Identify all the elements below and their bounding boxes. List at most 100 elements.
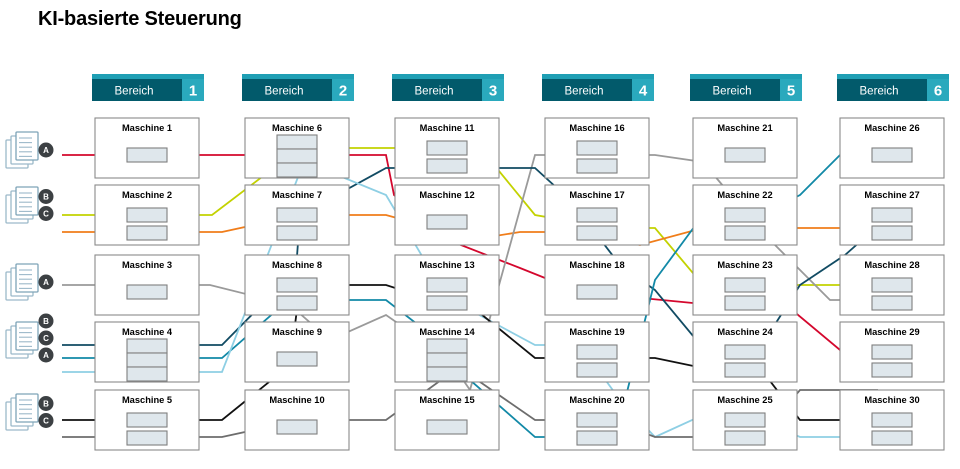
machine-box[interactable]: Maschine 20	[544, 389, 650, 451]
machine-box[interactable]: Maschine 4	[94, 321, 200, 383]
machine-box[interactable]: Maschine 15	[394, 389, 500, 451]
machine-box[interactable]: Maschine 9	[244, 321, 350, 383]
machine-slot[interactable]	[576, 344, 618, 360]
machine-box[interactable]: Maschine 23	[692, 254, 798, 316]
machine-slot[interactable]	[871, 277, 913, 293]
order-group[interactable]: BCA	[5, 313, 54, 363]
machine-slot[interactable]	[871, 344, 913, 360]
machine-slot[interactable]	[426, 140, 468, 156]
machine-slot[interactable]	[426, 366, 468, 382]
machine-slot[interactable]	[276, 148, 318, 164]
machine-box[interactable]: Maschine 21	[692, 117, 798, 179]
machine-box[interactable]: Maschine 11	[394, 117, 500, 179]
machine-box[interactable]: Maschine 8	[244, 254, 350, 316]
machine-slot[interactable]	[724, 295, 766, 311]
machine-box[interactable]: Maschine 1	[94, 117, 200, 179]
machine-slot[interactable]	[276, 419, 318, 435]
machine-slot[interactable]	[724, 362, 766, 378]
machine-slot[interactable]	[871, 225, 913, 241]
machine-box[interactable]: Maschine 7	[244, 184, 350, 246]
machine-slot[interactable]	[871, 362, 913, 378]
machine-slot[interactable]	[724, 147, 766, 163]
machine-slot[interactable]	[576, 158, 618, 174]
machine-box[interactable]: Maschine 18	[544, 254, 650, 316]
machine-slot[interactable]	[871, 147, 913, 163]
machine-slot[interactable]	[871, 430, 913, 446]
machine-slot[interactable]	[276, 162, 318, 178]
machine-slot[interactable]	[426, 419, 468, 435]
order-group[interactable]: BC	[5, 186, 54, 224]
machine-box[interactable]: Maschine 12	[394, 184, 500, 246]
order-group[interactable]: BC	[5, 393, 54, 431]
machine-box[interactable]: Maschine 13	[394, 254, 500, 316]
machine-slot[interactable]	[276, 207, 318, 223]
machine-box[interactable]: Maschine 19	[544, 321, 650, 383]
machine-slot[interactable]	[724, 207, 766, 223]
order-badge-b[interactable]: B	[38, 313, 54, 329]
machine-slot[interactable]	[126, 366, 168, 382]
machine-box[interactable]: Maschine 17	[544, 184, 650, 246]
machine-box[interactable]: Maschine 25	[692, 389, 798, 451]
machine-slot[interactable]	[576, 140, 618, 156]
machine-box[interactable]: Maschine 3	[94, 254, 200, 316]
order-group[interactable]: A	[5, 263, 54, 301]
machine-slot[interactable]	[276, 225, 318, 241]
machine-slot[interactable]	[576, 207, 618, 223]
machine-slot[interactable]	[426, 352, 468, 368]
machine-slot[interactable]	[871, 207, 913, 223]
machine-slot[interactable]	[724, 430, 766, 446]
machine-box[interactable]: Maschine 10	[244, 389, 350, 451]
machine-slot[interactable]	[126, 412, 168, 428]
machine-slot[interactable]	[276, 351, 318, 367]
machine-slot[interactable]	[126, 430, 168, 446]
machine-slot[interactable]	[426, 338, 468, 354]
order-badge-b[interactable]: B	[38, 189, 54, 204]
machine-slot[interactable]	[724, 277, 766, 293]
order-badge-c[interactable]: C	[38, 413, 54, 428]
machine-box[interactable]: Maschine 27	[839, 184, 945, 246]
order-badge-c[interactable]: C	[38, 330, 54, 346]
machine-slot[interactable]	[426, 277, 468, 293]
machine-slot[interactable]	[426, 158, 468, 174]
machine-box[interactable]: Maschine 6	[244, 117, 350, 179]
machine-slot[interactable]	[126, 338, 168, 354]
machine-slot[interactable]	[126, 147, 168, 163]
machine-slot[interactable]	[276, 277, 318, 293]
machine-slot[interactable]	[126, 207, 168, 223]
machine-slot[interactable]	[276, 295, 318, 311]
machine-slot[interactable]	[576, 362, 618, 378]
machine-slot[interactable]	[871, 412, 913, 428]
machine-box[interactable]: Maschine 2	[94, 184, 200, 246]
machine-slot[interactable]	[576, 412, 618, 428]
order-group[interactable]: A	[5, 131, 54, 169]
machine-slot[interactable]	[724, 412, 766, 428]
machine-box[interactable]: Maschine 22	[692, 184, 798, 246]
machine-box[interactable]: Maschine 16	[544, 117, 650, 179]
machine-box[interactable]: Maschine 26	[839, 117, 945, 179]
machine-slot[interactable]	[871, 295, 913, 311]
order-badge-a[interactable]: A	[38, 347, 54, 363]
machine-slot[interactable]	[126, 284, 168, 300]
machine-slot[interactable]	[276, 134, 318, 150]
machine-box[interactable]: Maschine 24	[692, 321, 798, 383]
machine-slot[interactable]	[724, 344, 766, 360]
order-badge-a[interactable]: A	[38, 142, 54, 158]
order-badge-b[interactable]: B	[38, 396, 54, 411]
machine-slot[interactable]	[126, 225, 168, 241]
machine-box[interactable]: Maschine 29	[839, 321, 945, 383]
machine-slot[interactable]	[576, 430, 618, 446]
machine-slot[interactable]	[576, 225, 618, 241]
machine-box[interactable]: Maschine 14	[394, 321, 500, 383]
order-badge-a[interactable]: A	[38, 274, 54, 290]
machine-slot[interactable]	[426, 295, 468, 311]
machine-slot[interactable]	[576, 284, 618, 300]
order-badge-c[interactable]: C	[38, 206, 54, 221]
machine-slot[interactable]	[724, 225, 766, 241]
machine-box[interactable]: Maschine 5	[94, 389, 200, 451]
